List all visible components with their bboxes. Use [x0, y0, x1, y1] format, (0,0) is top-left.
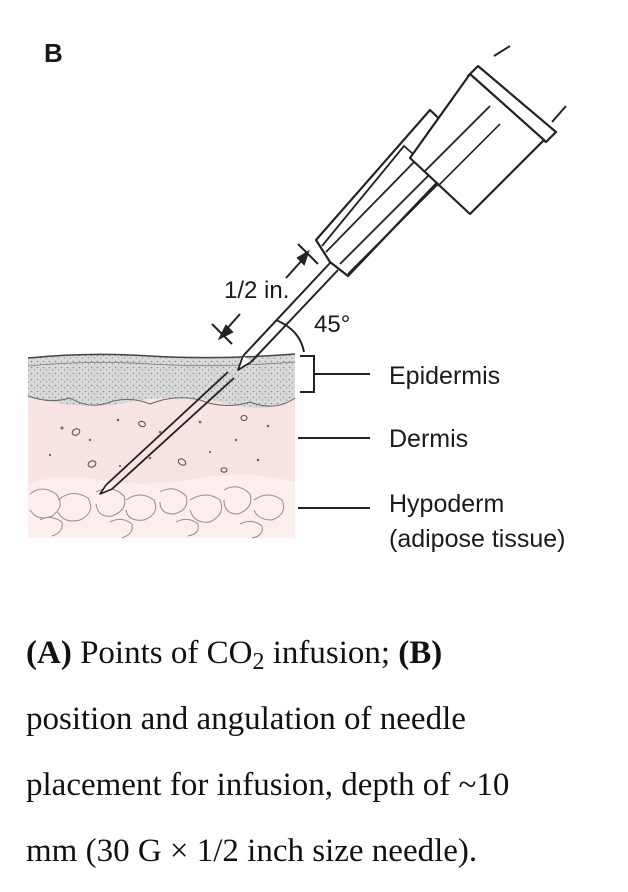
skin-cross-section: [27, 353, 296, 539]
caption-a-label: (A): [26, 635, 72, 671]
caption-line-1: (A) Points of CO2 infusion; (B): [26, 620, 616, 686]
syringe-flange: [466, 64, 558, 144]
label-hypoderm-note: (adipose tissue): [389, 525, 565, 553]
length-label: 1/2 in.: [224, 277, 289, 304]
figure-caption: (A) Points of CO2 infusion; (B) position…: [26, 620, 616, 884]
caption-line-2: position and angulation of needle: [26, 701, 466, 737]
label-epidermis: Epidermis: [389, 362, 500, 390]
needle-and-hub: [99, 45, 567, 495]
panel-label: B: [44, 38, 63, 68]
caption-text-1b: infusion;: [264, 635, 399, 671]
epidermis-layer: [28, 354, 295, 408]
label-dermis: Dermis: [389, 425, 468, 453]
caption-line-4: mm (30 G × 1/2 inch size needle).: [26, 833, 478, 869]
caption-line-3: placement for infusion, depth of ~10: [26, 767, 510, 803]
label-hypoderm: Hypoderm: [389, 490, 504, 518]
caption-subscript: 2: [252, 649, 265, 675]
layer-leaders: [298, 355, 370, 509]
caption-text-1a: Points of CO: [71, 635, 253, 671]
length-dimension: [211, 243, 319, 345]
caption-b-label: (B): [398, 635, 443, 671]
hypoderm-layer: [28, 470, 295, 538]
injection-diagram: B: [27, 38, 567, 553]
dermis-layer: [28, 395, 295, 484]
angle-marker: [275, 319, 305, 353]
angle-label: 45°: [314, 311, 350, 338]
